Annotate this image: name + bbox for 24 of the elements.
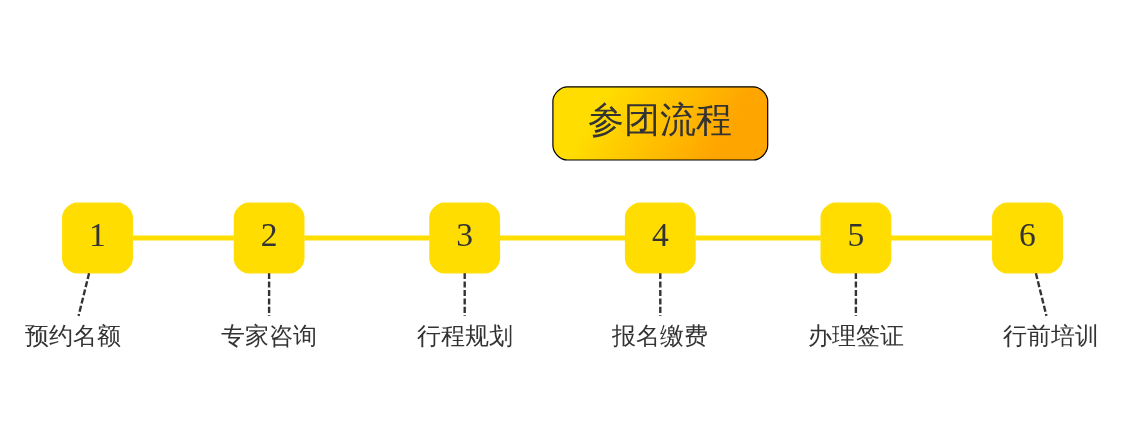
- node-box: 参团流程: [552, 86, 769, 161]
- connector: [1034, 272, 1048, 317]
- node-box: 4: [624, 202, 696, 274]
- connector: [463, 273, 466, 316]
- node-text: 专家咨询: [221, 321, 318, 350]
- connector: [304, 235, 430, 241]
- connector: [499, 235, 626, 241]
- node-text: 办理签证: [807, 321, 904, 350]
- node-box: 5: [820, 202, 892, 274]
- connector: [659, 273, 662, 316]
- connector: [854, 273, 858, 316]
- node-box: 6: [992, 202, 1063, 274]
- connector: [77, 272, 91, 317]
- node-text: 行前培训: [1003, 321, 1100, 350]
- connector: [132, 235, 234, 241]
- connector: [267, 273, 271, 316]
- node-text: 报名缴费: [612, 321, 709, 350]
- connector: [890, 235, 993, 241]
- node-box: 3: [429, 202, 501, 274]
- node-box: 2: [233, 202, 305, 274]
- node-text: 预约名额: [25, 321, 122, 350]
- connector: [695, 235, 821, 241]
- node-box: 1: [62, 202, 133, 274]
- node-text: 行程规划: [416, 321, 513, 350]
